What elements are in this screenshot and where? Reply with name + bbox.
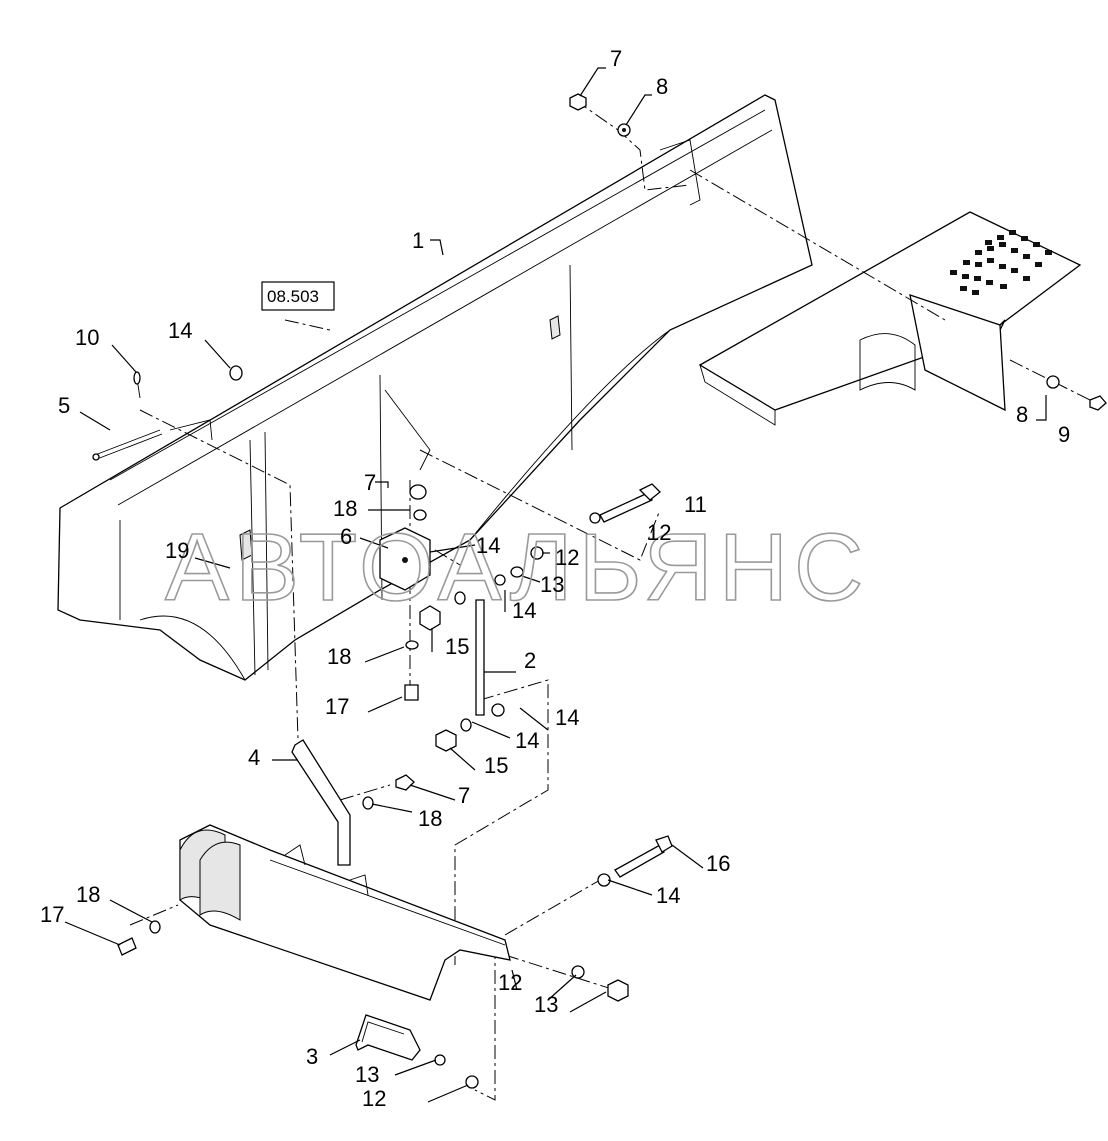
clip-3 <box>355 1014 421 1061</box>
reference-box: 08.503 <box>261 281 335 311</box>
callout-12-a: 12 <box>647 520 671 545</box>
callout-14-d: 14 <box>555 705 579 730</box>
callout-14-e: 14 <box>515 728 539 753</box>
callout-12-d: 12 <box>362 1086 386 1111</box>
cotter-10 <box>133 371 141 399</box>
fender-panel <box>57 94 813 681</box>
callout-7-b: 7 <box>364 470 376 495</box>
callout-12-b: 12 <box>555 545 579 570</box>
watermark-text: АВТОАЛЬЯНС <box>165 514 869 621</box>
callout-18-d: 18 <box>76 882 100 907</box>
callout-18-b: 18 <box>327 644 351 669</box>
callout-9: 9 <box>1058 422 1070 447</box>
callout-16: 16 <box>706 851 730 876</box>
step-platform <box>698 211 1082 426</box>
callout-11: 11 <box>684 492 707 517</box>
callout-7-a: 7 <box>610 46 622 71</box>
callout-13-b: 13 <box>534 992 558 1017</box>
callout-14-a: 14 <box>168 318 192 343</box>
callout-3: 3 <box>306 1044 318 1069</box>
callout-14-b: 14 <box>476 533 500 558</box>
assembly-lines <box>129 99 1091 1101</box>
callout-labels: 7 8 1 10 14 5 8 9 7 11 18 12 6 14 12 19 … <box>40 46 1070 1111</box>
callout-4: 4 <box>248 745 260 770</box>
lower-extension <box>179 824 511 1001</box>
reference-label: 08.503 <box>267 287 319 306</box>
callout-7-c: 7 <box>458 783 470 808</box>
callout-13-c: 13 <box>355 1062 379 1087</box>
callout-6: 6 <box>340 524 352 549</box>
bracket-4 <box>291 739 351 866</box>
callout-13-a: 13 <box>540 572 564 597</box>
callout-8-b: 8 <box>1016 402 1028 427</box>
callout-18-a: 18 <box>333 496 357 521</box>
callout-14-f: 14 <box>656 883 680 908</box>
rod-2 <box>475 599 485 716</box>
callout-18-c: 18 <box>418 806 442 831</box>
bracket-6 <box>379 527 431 591</box>
callout-17-b: 17 <box>40 902 64 927</box>
callout-17-a: 17 <box>325 694 349 719</box>
pin-5 <box>92 429 163 461</box>
callout-19: 19 <box>165 538 189 563</box>
callout-5: 5 <box>58 393 70 418</box>
callout-1: 1 <box>412 228 424 253</box>
leader-lines <box>64 67 1047 1103</box>
callout-15-b: 15 <box>484 753 508 778</box>
callout-12-c: 12 <box>498 970 522 995</box>
callout-8-a: 8 <box>656 74 668 99</box>
callout-14-c: 14 <box>512 598 536 623</box>
callout-15-a: 15 <box>445 634 469 659</box>
fasteners <box>117 93 1107 1089</box>
callout-2: 2 <box>524 648 536 673</box>
callout-10: 10 <box>75 325 99 350</box>
